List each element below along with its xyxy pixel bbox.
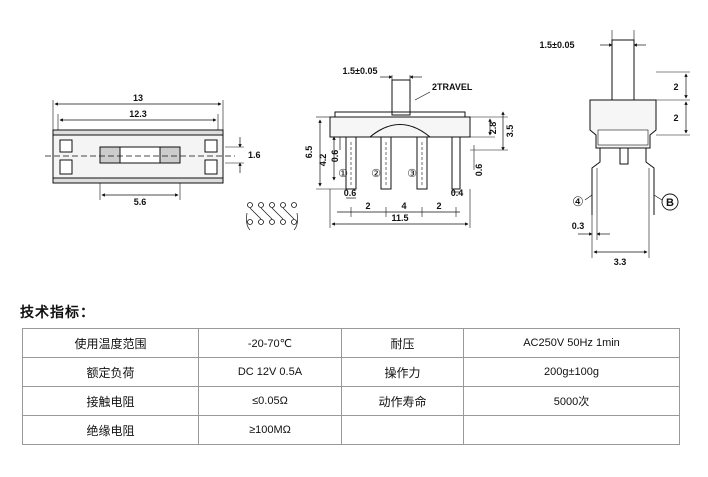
dim-overall-label: 13 — [133, 93, 143, 103]
spec-label: 耐压 — [341, 328, 464, 358]
spec-value: ≤0.05Ω — [197, 386, 343, 416]
spec-value — [463, 415, 680, 445]
spec-value: DC 12V 0.5A — [197, 357, 343, 387]
spec-label: 动作寿命 — [341, 386, 464, 416]
pin-1-marker: ① — [338, 168, 348, 180]
front-view — [45, 100, 244, 200]
table-row: 绝缘电阻 ≥100MΩ — [22, 415, 680, 445]
dim-42-label: 4.2 — [318, 154, 328, 167]
dim-pitch-b-label: 4 — [401, 201, 406, 211]
dim-28-label: 2.8 — [488, 122, 498, 135]
table-row: 使用温度范围 -20-70℃ 耐压 AC250V 50Hz 1min — [22, 328, 680, 358]
spec-value: 5000次 — [463, 386, 680, 416]
travel-label: 2TRAVEL — [432, 82, 473, 92]
spec-label: 额定负荷 — [22, 357, 199, 387]
dim-03-label: 0.3 — [572, 221, 585, 231]
spec-label: 接触电阻 — [22, 386, 199, 416]
spec-value: AC250V 50Hz 1min — [463, 328, 680, 358]
dim-115-label: 11.5 — [391, 213, 408, 223]
dim-pitch-a-label: 2 — [365, 201, 370, 211]
dim-slot-label: 5.6 — [134, 197, 147, 207]
spec-value: ≥100MΩ — [197, 415, 343, 445]
spec-label: 使用温度范围 — [22, 328, 199, 358]
dim-06-left-label: 0.6 — [330, 150, 340, 163]
pin-b-circle — [661, 193, 679, 211]
spec-label: 操作力 — [341, 357, 464, 387]
section-title: 技术指标： — [20, 304, 95, 320]
spec-value: 200g±100g — [463, 357, 680, 387]
spec-label: 绝缘电阻 — [22, 415, 199, 445]
pin-b-marker: B — [666, 197, 674, 209]
dim-pitch-c-label: 2 — [436, 201, 441, 211]
spec-value: -20-70℃ — [197, 328, 343, 358]
spec-label — [341, 415, 464, 445]
dim-body-label: 12.3 — [129, 109, 147, 119]
pin-footprint — [246, 202, 298, 231]
table-row: 接触电阻 ≤0.05Ω 动作寿命 5000次 — [22, 386, 680, 416]
table-row: 额定负荷 DC 12V 0.5A 操作力 200g±100g — [22, 357, 680, 387]
dim-2-lower-label: 2 — [673, 113, 678, 123]
pin-2-marker: ② — [371, 168, 381, 180]
side-view — [316, 75, 508, 228]
dim-total-height-label: 6.5 — [304, 146, 314, 159]
technical-drawings: 13 12.3 1.6 5.6 — [45, 30, 690, 267]
dim-35-label: 3.5 — [505, 125, 515, 138]
end-actuator-width-label: 1.5±0.05 — [540, 40, 575, 50]
spec-table: 使用温度范围 -20-70℃ 耐压 AC250V 50Hz 1min 额定负荷 … — [22, 328, 680, 445]
end-view — [578, 30, 690, 258]
pin-3-marker: ③ — [407, 168, 417, 180]
dim-2-upper-label: 2 — [673, 82, 678, 92]
dim-06-right-label: 0.6 — [474, 164, 484, 177]
dim-33-label: 3.3 — [614, 257, 627, 267]
dim-height-label: 1.6 — [248, 150, 261, 160]
side-actuator-width-label: 1.5±0.05 — [343, 66, 378, 76]
pin-4-marker: ④ — [572, 194, 584, 209]
dim-04-label: 0.4 — [451, 188, 464, 198]
dim-06-bottom-label: 0.6 — [344, 188, 357, 198]
